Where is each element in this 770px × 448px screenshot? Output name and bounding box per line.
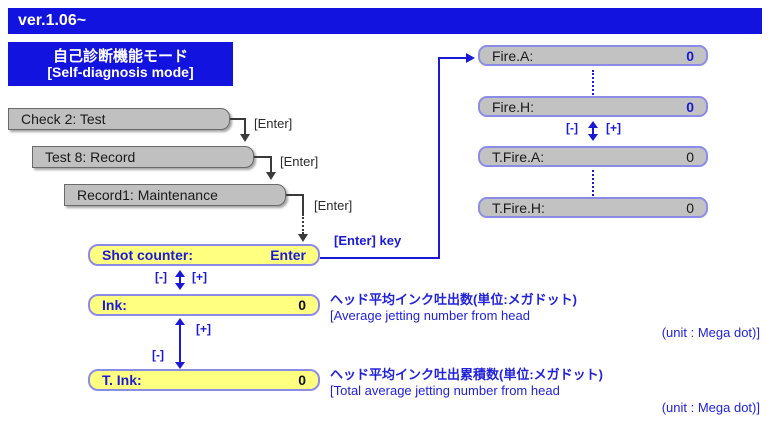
connector-check-to-test-h — [230, 118, 246, 120]
enter-label-1: [Enter] — [254, 116, 293, 131]
connector-shot-ink — [179, 274, 181, 284]
total-fire-h-box[interactable]: T.Fire.H: 0 — [478, 197, 708, 218]
ink-description-en1: [Average jetting number from head — [330, 308, 530, 324]
plus-key-ink-tink: [+] — [196, 322, 211, 336]
connector-firea-fireh — [592, 70, 594, 95]
menu-item-record-label: Record1: Maintenance — [77, 187, 218, 203]
arrow-shot-ink-up — [175, 270, 185, 277]
total-fire-h-label: T.Fire.H: — [492, 199, 545, 216]
ink-description-jp: ヘッド平均インク吐出数(単位:メガドット) — [330, 292, 577, 307]
fire-a-box[interactable]: Fire.A: 0 — [478, 45, 708, 66]
total-ink-description-en1: [Total average jetting number from head — [330, 383, 560, 399]
mode-title-en: [Self-diagnosis mode] — [47, 63, 194, 80]
total-fire-a-value: 0 — [686, 148, 694, 165]
shot-counter-box[interactable]: Shot counter: Enter — [88, 244, 320, 266]
menu-item-check[interactable]: Check 2: Test — [8, 108, 230, 130]
total-fire-a-label: T.Fire.A: — [492, 148, 545, 165]
connector-check-to-test-v — [244, 118, 246, 136]
total-fire-h-value: 0 — [686, 199, 694, 216]
menu-item-test[interactable]: Test 8: Record — [32, 146, 254, 168]
fire-h-label: Fire.H: — [492, 98, 534, 115]
enter-key-line-h2 — [438, 57, 466, 59]
connector-fireh-tfirea — [592, 125, 594, 135]
version-bar: ver.1.06~ — [8, 8, 762, 34]
connector-test-to-record-v — [270, 156, 272, 174]
shot-counter-label: Shot counter: — [102, 247, 193, 263]
arrow-check-to-test — [240, 134, 250, 142]
arrow-shot-ink-down — [175, 283, 185, 290]
ink-description-en2: (unit : Mega dot)] — [661, 324, 760, 340]
version-label: ver.1.06~ — [18, 12, 87, 29]
connector-test-to-record-h — [254, 156, 272, 158]
enter-key-line-v — [438, 57, 440, 257]
connector-tfirea-tfireh — [592, 170, 594, 196]
total-ink-label: T. Ink: — [102, 372, 142, 388]
fire-a-label: Fire.A: — [492, 47, 534, 64]
shot-counter-value: Enter — [270, 247, 306, 263]
fire-h-value: 0 — [686, 98, 694, 115]
ink-label: Ink: — [102, 297, 127, 313]
enter-label-3: [Enter] — [314, 198, 353, 213]
connector-record-to-shot-h — [286, 194, 304, 196]
mode-title-block: 自己診断機能モード [Self-diagnosis mode] — [8, 42, 233, 86]
plus-key-fire: [+] — [606, 121, 621, 135]
arrow-record-to-shot — [298, 234, 308, 242]
mode-title-jp: 自己診断機能モード — [52, 47, 188, 65]
fire-a-value: 0 — [686, 47, 694, 64]
enter-key-line-h1 — [320, 257, 440, 259]
minus-key-shot-ink: [-] — [155, 270, 167, 284]
arrow-ink-tink-down — [175, 362, 185, 369]
arrow-ink-tink-up — [175, 318, 185, 325]
arrow-fireh-tfirea-up — [588, 121, 598, 128]
fire-h-box[interactable]: Fire.H: 0 — [478, 96, 708, 117]
total-ink-box[interactable]: T. Ink: 0 — [88, 369, 320, 391]
ink-description: ヘッド平均インク吐出数(単位:メガドット) [Average jetting n… — [330, 292, 760, 341]
total-ink-value: 0 — [298, 372, 306, 388]
enter-label-2: [Enter] — [280, 154, 319, 169]
menu-item-record[interactable]: Record1: Maintenance — [64, 184, 286, 206]
total-ink-description-jp: ヘッド平均インク吐出累積数(単位:メガドット) — [330, 367, 603, 382]
ink-value: 0 — [298, 297, 306, 313]
minus-key-ink-tink: [-] — [152, 348, 164, 362]
plus-key-shot-ink: [+] — [192, 270, 207, 284]
arrow-fireh-tfirea-down — [588, 134, 598, 141]
enter-key-note: [Enter] key — [334, 233, 402, 248]
total-ink-description: ヘッド平均インク吐出累積数(単位:メガドット) [Total average j… — [330, 367, 760, 416]
arrow-enter-key-to-fire — [466, 53, 475, 63]
menu-item-check-label: Check 2: Test — [21, 111, 106, 127]
total-fire-a-box[interactable]: T.Fire.A: 0 — [478, 146, 708, 167]
connector-record-to-shot-v — [302, 194, 304, 214]
minus-key-fire: [-] — [566, 121, 578, 135]
connector-record-to-shot-dotted — [302, 214, 304, 234]
total-ink-description-en2: (unit : Mega dot)] — [661, 399, 760, 415]
ink-box[interactable]: Ink: 0 — [88, 294, 320, 316]
arrow-test-to-record — [266, 172, 276, 180]
menu-item-test-label: Test 8: Record — [45, 149, 136, 165]
connector-ink-tink — [179, 322, 181, 364]
